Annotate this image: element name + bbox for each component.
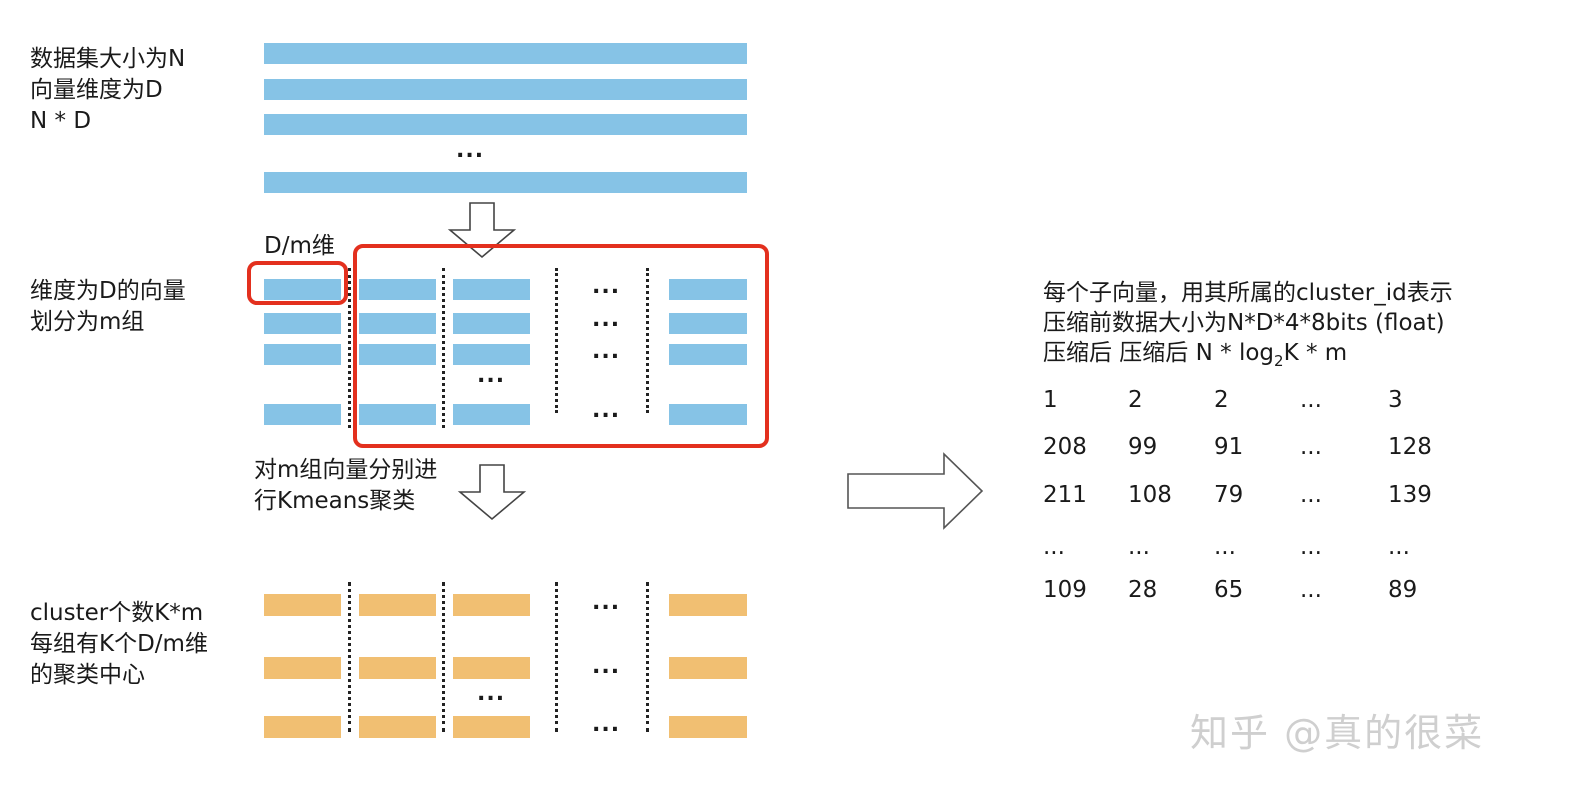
sub-vector-dim-label: D/m维 — [264, 233, 335, 259]
group-divider — [646, 268, 649, 413]
centroid-bar — [264, 594, 341, 616]
right-arrow-icon — [847, 452, 984, 530]
group-divider — [442, 582, 445, 732]
group-divider — [442, 268, 445, 428]
table-cell: 208 — [1043, 434, 1087, 460]
centroid-bar — [453, 594, 530, 616]
table-cell: 79 — [1214, 482, 1244, 508]
sub-vector-bar — [264, 313, 341, 334]
dataset-vector-bar — [264, 114, 747, 135]
cluster-ellipsis: ... — [592, 654, 621, 679]
sub-vector-bar — [669, 404, 747, 425]
sub-vector-bar — [669, 344, 747, 365]
table-cell: ... — [1300, 577, 1322, 603]
centroid-bar — [453, 657, 530, 679]
group-divider — [555, 268, 558, 413]
sub-vector-bar — [264, 404, 341, 425]
encoding-line3-prefix: 压缩后 压缩后 N * log — [1043, 340, 1275, 366]
sub-vector-bar — [453, 404, 530, 425]
centroid-bar — [453, 716, 530, 738]
dataset-label-line3: N * D — [30, 108, 92, 134]
table-cell: 91 — [1214, 434, 1244, 460]
group-divider — [348, 268, 351, 428]
table-cell: 28 — [1128, 577, 1158, 603]
split-ellipsis: ... — [477, 363, 506, 388]
remaining-groups-highlight — [353, 244, 769, 448]
sub-vector-bar — [359, 279, 436, 300]
table-cell: ... — [1300, 387, 1322, 413]
sub-vector-bar — [453, 313, 530, 334]
table-cell: ... — [1214, 534, 1236, 560]
encoding-line3-subscript: 2 — [1274, 352, 1284, 370]
split-ellipsis: ... — [592, 274, 621, 299]
table-cell: 109 — [1043, 577, 1087, 603]
sub-vector-bar — [453, 279, 530, 300]
encoding-desc-line1: 每个子向量，用其所属的cluster_id表示 — [1043, 280, 1453, 306]
table-cell: 1 — [1043, 387, 1058, 413]
sub-vector-bar — [264, 344, 341, 365]
dataset-label-line2: 向量维度为D — [30, 77, 163, 103]
dataset-vector-bar — [264, 172, 747, 193]
split-ellipsis: ... — [592, 307, 621, 332]
table-cell: 2 — [1214, 387, 1229, 413]
centroid-bar — [669, 594, 747, 616]
table-cell: 3 — [1388, 387, 1403, 413]
table-cell: 2 — [1128, 387, 1143, 413]
table-cell: ... — [1300, 534, 1322, 560]
table-cell: 99 — [1128, 434, 1158, 460]
centroid-bar — [359, 657, 436, 679]
table-cell: ... — [1043, 534, 1065, 560]
sub-vector-bar — [453, 344, 530, 365]
first-subvector-highlight — [247, 261, 348, 305]
encoding-desc-line3: 压缩后 压缩后 N * log2K * m — [1043, 338, 1347, 370]
cluster-ellipsis: ... — [592, 590, 621, 615]
table-cell: 108 — [1128, 482, 1172, 508]
watermark: 知乎 @真的很菜 — [1190, 711, 1485, 755]
table-cell: 89 — [1388, 577, 1418, 603]
split-ellipsis: ... — [592, 398, 621, 423]
dataset-vector-bar — [264, 43, 747, 64]
down-arrow-icon — [447, 202, 517, 259]
sub-vector-bar — [359, 404, 436, 425]
centroid-bar — [359, 716, 436, 738]
split-ellipsis: ... — [592, 339, 621, 364]
table-cell: ... — [1300, 434, 1322, 460]
centroid-bar — [264, 657, 341, 679]
cluster-ellipsis: ... — [592, 712, 621, 737]
cluster-label-line1: cluster个数K*m — [30, 600, 204, 626]
group-divider — [646, 582, 649, 732]
sub-vector-bar — [264, 279, 341, 300]
kmeans-label-line1: 对m组向量分别进 — [254, 457, 438, 483]
cluster-label-line2: 每组有K个D/m维 — [30, 631, 208, 657]
dataset-ellipsis: ... — [456, 138, 485, 163]
table-cell: 65 — [1214, 577, 1244, 603]
sub-vector-bar — [669, 313, 747, 334]
cluster-ellipsis: ... — [477, 681, 506, 706]
table-cell: ... — [1128, 534, 1150, 560]
down-arrow-icon — [457, 464, 527, 521]
group-divider — [555, 582, 558, 732]
sub-vector-bar — [359, 344, 436, 365]
table-cell: 128 — [1388, 434, 1432, 460]
encoding-desc-line2: 压缩前数据大小为N*D*4*8bits (float) — [1043, 310, 1445, 336]
centroid-bar — [359, 594, 436, 616]
dataset-label-line1: 数据集大小为N — [30, 46, 186, 72]
cluster-label-line3: 的聚类中心 — [30, 662, 145, 688]
table-cell: 211 — [1043, 482, 1087, 508]
encoding-line3-suffix: K * m — [1283, 340, 1348, 366]
table-cell: 139 — [1388, 482, 1432, 508]
sub-vector-bar — [359, 313, 436, 334]
group-divider — [348, 582, 351, 732]
centroid-bar — [264, 716, 341, 738]
split-label-line1: 维度为D的向量 — [30, 278, 186, 304]
centroid-bar — [669, 716, 747, 738]
table-cell: ... — [1388, 534, 1410, 560]
split-label-line2: 划分为m组 — [30, 309, 145, 335]
kmeans-label-line2: 行Kmeans聚类 — [254, 488, 416, 514]
sub-vector-bar — [669, 279, 747, 300]
dataset-vector-bar — [264, 79, 747, 100]
centroid-bar — [669, 657, 747, 679]
table-cell: ... — [1300, 482, 1322, 508]
